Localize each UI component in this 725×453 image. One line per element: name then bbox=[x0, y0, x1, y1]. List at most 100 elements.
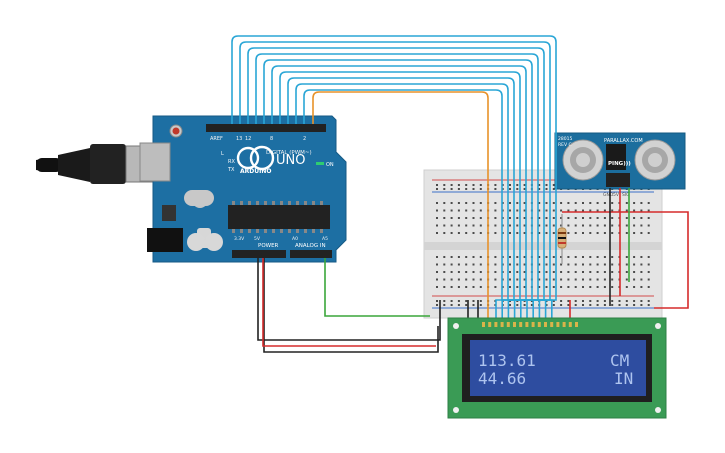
breadboard-hole bbox=[516, 188, 519, 190]
breadboard-hole bbox=[472, 224, 475, 227]
ground-wire[interactable] bbox=[263, 258, 439, 353]
breadboard-hole bbox=[552, 271, 555, 273]
breadboard-hole bbox=[552, 263, 555, 266]
breadboard-hole bbox=[436, 209, 438, 212]
breadboard-hole bbox=[479, 232, 482, 234]
breadboard-hole bbox=[647, 256, 650, 258]
breadboard-hole bbox=[574, 232, 577, 234]
data-wire[interactable] bbox=[271, 65, 528, 326]
breadboard-hole bbox=[611, 271, 614, 273]
breadboard-hole bbox=[589, 202, 592, 204]
breadboard-hole bbox=[450, 188, 453, 190]
breadboard-hole bbox=[567, 217, 570, 219]
breadboard-hole bbox=[567, 271, 570, 273]
power-jack bbox=[147, 228, 183, 252]
lcd-16x2[interactable]: 113.61 CM 44.66 IN bbox=[447, 317, 667, 419]
sensor-name: PING))) bbox=[608, 161, 631, 167]
breadboard-hole bbox=[436, 263, 438, 266]
resistor[interactable] bbox=[557, 214, 567, 264]
pin-label: 2 bbox=[303, 136, 306, 142]
breadboard-hole bbox=[611, 278, 614, 281]
breadboard-hole bbox=[545, 263, 548, 266]
arduino-uno-board[interactable]: AREF 13 12 8 2 DIGITAL (PWM~) ARDUINO UN… bbox=[139, 115, 347, 263]
breadboard-hole bbox=[472, 304, 475, 306]
breadboard-hole bbox=[625, 300, 628, 302]
breadboard-hole bbox=[603, 300, 606, 302]
data-wire[interactable] bbox=[279, 71, 534, 326]
breadboard-hole bbox=[596, 202, 599, 204]
breadboard-hole bbox=[509, 256, 511, 258]
data-wire[interactable] bbox=[295, 83, 547, 326]
lcd-line1-unit: CM bbox=[610, 351, 629, 370]
breadboard-hole bbox=[450, 256, 453, 258]
data-wire[interactable] bbox=[263, 59, 533, 326]
breadboard-hole bbox=[582, 278, 584, 281]
breadboard-hole bbox=[640, 304, 643, 306]
breadboard-hole bbox=[450, 278, 453, 281]
breadboard-hole bbox=[443, 286, 446, 288]
breadboard-hole bbox=[633, 263, 636, 266]
breadboard-hole bbox=[443, 271, 446, 273]
data-wire[interactable] bbox=[255, 53, 539, 326]
breadboard-hole bbox=[472, 271, 475, 273]
breadboard-hole bbox=[611, 217, 614, 219]
breadboard-hole bbox=[647, 304, 650, 306]
data-wire[interactable] bbox=[231, 35, 557, 326]
data-wires[interactable] bbox=[231, 35, 557, 326]
data-wire[interactable] bbox=[239, 41, 551, 326]
breadboard-hole bbox=[603, 232, 606, 234]
breadboard-hole bbox=[494, 256, 497, 258]
power-wire[interactable] bbox=[262, 258, 436, 347]
breadboard-hole bbox=[611, 232, 614, 234]
breadboard-hole bbox=[552, 184, 555, 186]
breadboard-hole bbox=[603, 263, 606, 266]
breadboard-hole bbox=[457, 202, 460, 204]
breadboard-hole bbox=[589, 256, 592, 258]
breadboard-hole bbox=[596, 304, 599, 306]
analog-header[interactable] bbox=[290, 250, 332, 258]
breadboard-hole bbox=[545, 209, 548, 212]
breadboard-hole bbox=[582, 304, 584, 306]
breadboard-hole bbox=[603, 217, 606, 219]
breadboard-hole bbox=[509, 232, 511, 234]
breadboard-hole bbox=[647, 209, 650, 212]
ground-wire[interactable] bbox=[257, 258, 441, 341]
breadboard-hole bbox=[574, 256, 577, 258]
lcd-pin bbox=[556, 322, 560, 327]
breadboard-hole bbox=[465, 263, 468, 266]
data-wire[interactable] bbox=[303, 89, 553, 326]
sensor-signal-wire[interactable] bbox=[312, 91, 489, 326]
breadboard-hole bbox=[509, 184, 511, 186]
reset-button[interactable] bbox=[172, 127, 180, 135]
ping-ultrasonic-sensor[interactable]: PARALLAX.COM PING))) 28015 REV C GND 5V … bbox=[554, 132, 686, 198]
pin-label: A0 bbox=[292, 236, 298, 242]
digital-header[interactable] bbox=[206, 124, 326, 132]
breadboard-hole bbox=[589, 278, 592, 281]
breadboard-hole bbox=[552, 278, 555, 281]
analog-wire[interactable] bbox=[324, 258, 430, 317]
breadboard-hole bbox=[479, 278, 482, 281]
breadboard-hole bbox=[443, 217, 446, 219]
breadboard-hole bbox=[509, 271, 511, 273]
breadboard-hole bbox=[523, 188, 526, 190]
breadboard-hole bbox=[625, 224, 628, 227]
breadboard-hole bbox=[538, 209, 541, 212]
breadboard-hole bbox=[523, 304, 526, 306]
pin-label: 12 bbox=[245, 136, 251, 142]
power-header[interactable] bbox=[232, 250, 286, 258]
breadboard-hole bbox=[509, 217, 511, 219]
breadboard-hole bbox=[545, 300, 548, 302]
breadboard-hole bbox=[567, 286, 570, 288]
breadboard-hole bbox=[436, 300, 438, 302]
data-wire[interactable] bbox=[247, 47, 545, 326]
data-wire[interactable] bbox=[287, 77, 541, 326]
lcd-pin bbox=[519, 322, 523, 327]
breadboard-hole bbox=[465, 304, 468, 306]
arduino-logo-icon bbox=[249, 145, 275, 171]
breadboard-hole bbox=[560, 224, 563, 227]
breadboard-hole bbox=[494, 263, 497, 266]
breadboard-hole bbox=[457, 278, 460, 281]
sensor-power-wire[interactable] bbox=[562, 211, 689, 309]
breadboard[interactable] bbox=[423, 169, 663, 319]
breadboard-hole bbox=[509, 224, 511, 227]
